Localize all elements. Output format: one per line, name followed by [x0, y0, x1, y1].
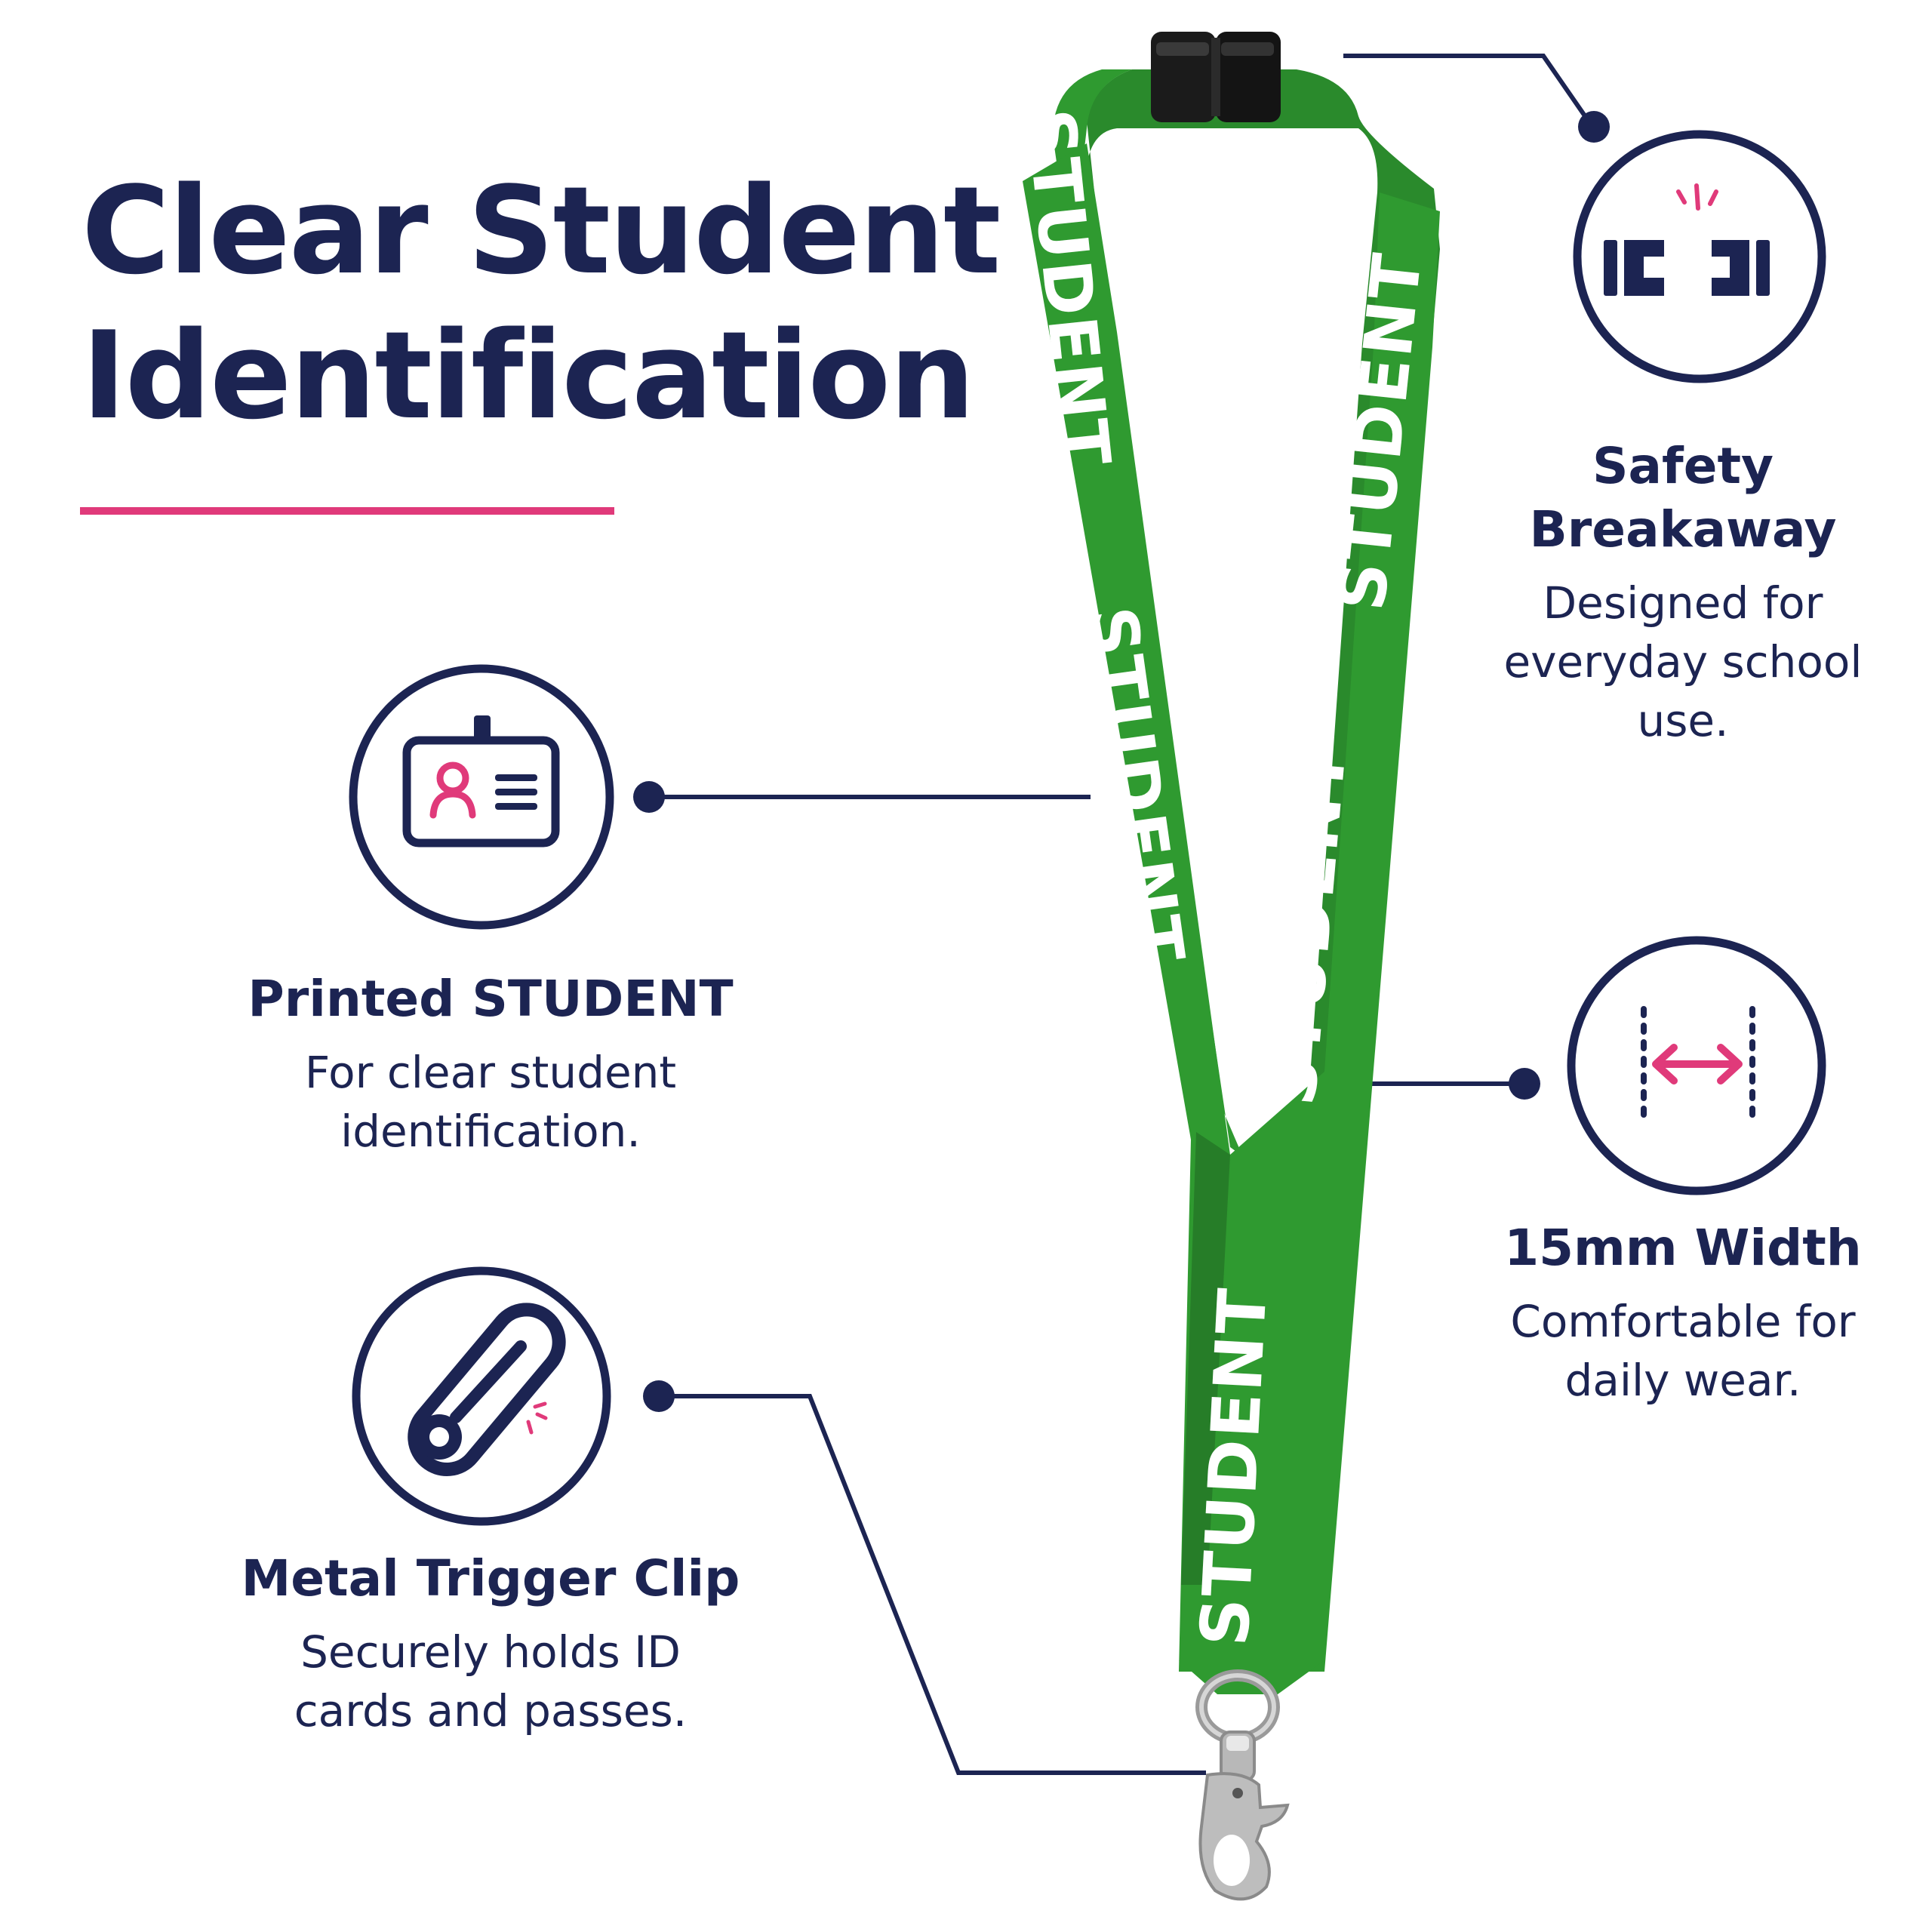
description-line: Securely holds ID	[300, 1626, 681, 1678]
breakaway-buckle-icon	[1573, 130, 1826, 383]
feature-description: For clear student identification.	[219, 1043, 762, 1161]
feature-heading: Metal Trigger Clip	[241, 1549, 740, 1607]
dot-clip	[643, 1380, 675, 1412]
strap-main	[1023, 143, 1440, 1672]
connector-clip	[659, 1394, 1206, 1775]
feature-description: Securely holds ID cards and passes.	[219, 1623, 762, 1740]
breakaway-buckle	[1151, 32, 1281, 122]
dot-printed	[633, 781, 665, 813]
width-arrows-icon	[1567, 936, 1826, 1195]
clip-body	[1198, 1772, 1290, 1901]
title-line-1: Clear Student	[82, 160, 1001, 301]
dot-width	[1509, 1068, 1540, 1100]
description-line: For clear student	[304, 1047, 677, 1098]
connector-dots	[633, 111, 1610, 1412]
title-line-2: Identification	[82, 305, 975, 446]
description-line: Comfortable for	[1510, 1296, 1856, 1347]
feature-description: Comfortable for daily wear.	[1457, 1292, 1909, 1410]
carabiner-clip-icon	[352, 1266, 611, 1526]
feature-printed-student: Printed STUDENT For clear student identi…	[219, 968, 762, 1161]
feature-description: Designed for everyday school use.	[1457, 574, 1909, 750]
strap-text-2: STUDENT	[1072, 602, 1199, 968]
heading-line: Breakaway	[1529, 500, 1837, 558]
description-line: everyday school	[1503, 636, 1863, 688]
description-line: identification.	[340, 1106, 641, 1157]
description-line: Designed for	[1543, 577, 1823, 629]
connector-breakaway	[1343, 54, 1595, 128]
feature-15mm-width: 15mm Width Comfortable for daily wear.	[1457, 1217, 1909, 1410]
feature-heading: 15mm Width	[1504, 1219, 1862, 1277]
feature-heading: Safety Breakaway	[1457, 435, 1909, 561]
description-line: use.	[1637, 695, 1729, 746]
heading-line: Safety	[1592, 437, 1774, 495]
id-card-icon	[349, 664, 614, 930]
page-title: Clear Student Identification	[82, 158, 1001, 448]
strap-text-5: STUDENT	[1186, 1285, 1282, 1647]
feature-metal-trigger-clip: Metal Trigger Clip Securely holds ID car…	[219, 1547, 762, 1740]
feature-safety-breakaway: Safety Breakaway Designed for everyday s…	[1457, 435, 1909, 750]
metal-trigger-clip	[1195, 1669, 1290, 1901]
feature-heading: Printed STUDENT	[248, 970, 734, 1028]
description-line: daily wear.	[1564, 1355, 1801, 1406]
title-underline	[80, 507, 614, 515]
description-line: cards and passes.	[294, 1685, 688, 1737]
strap-fold-shadow	[1181, 1132, 1230, 1585]
dot-breakaway	[1578, 111, 1610, 143]
